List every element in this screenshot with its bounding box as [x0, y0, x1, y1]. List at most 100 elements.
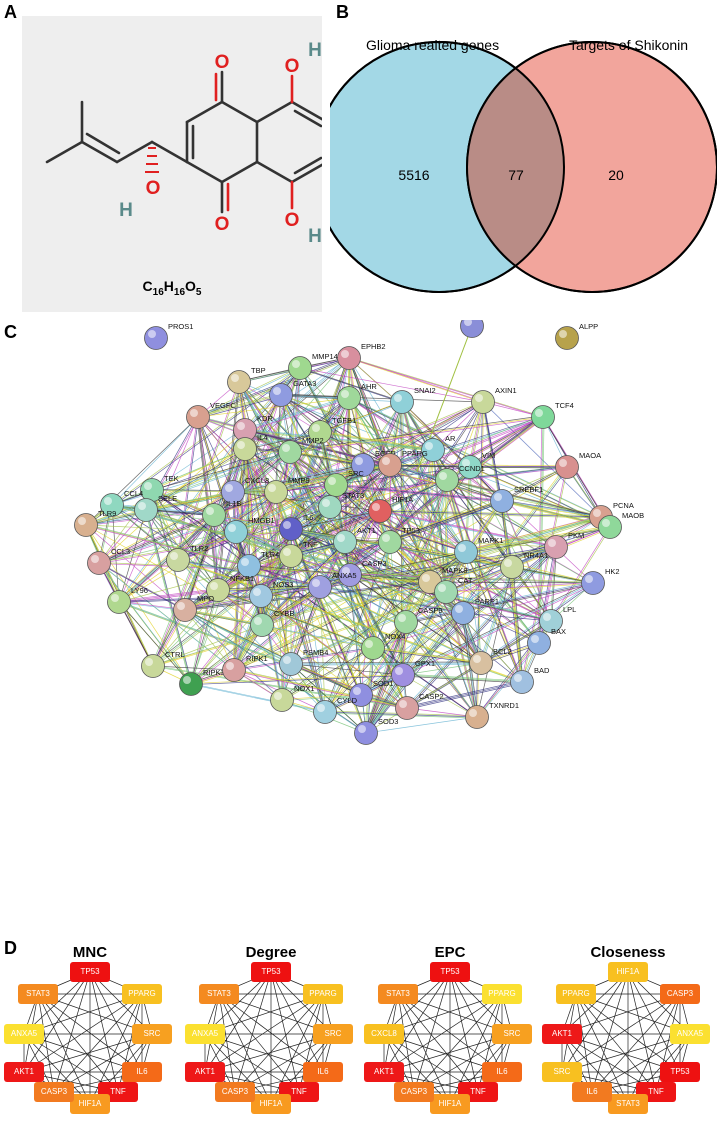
network-node-hif1a[interactable]: HIF1A [368, 495, 414, 523]
hub-node-pparg[interactable]: PPARG [482, 984, 522, 1004]
hub-node-casp3[interactable]: CASP3 [394, 1082, 434, 1102]
hub-node-pparg[interactable]: PPARG [303, 984, 343, 1004]
network-node-hk2[interactable]: HK2 [581, 567, 620, 595]
hub-node-src[interactable]: SRC [313, 1024, 353, 1044]
hub-node-tp53[interactable]: TP53 [430, 962, 470, 982]
network-node-hmgb1[interactable]: HMGB1 [224, 516, 275, 544]
network-node-src[interactable]: SRC [324, 469, 365, 497]
hub-node-hif1a[interactable]: HIF1A [608, 962, 648, 982]
hub-node-stat3[interactable]: STAT3 [378, 984, 418, 1004]
network-node-vim[interactable]: VIM [458, 451, 496, 479]
network-node-ccl3[interactable]: CCL3 [87, 547, 131, 575]
network-node-ephb2[interactable]: EPHB2 [337, 342, 386, 370]
network-node-ccnd1[interactable]: CCND1 [435, 464, 485, 492]
hub-node-cxcl8[interactable]: CXCL8 [364, 1024, 404, 1044]
network-node-tnf[interactable]: TNF [279, 540, 318, 568]
network-node-nos3[interactable]: NOS3 [249, 580, 294, 608]
hub-node-stat3[interactable]: STAT3 [18, 984, 58, 1004]
network-node-casp3[interactable]: CASP3 [338, 559, 387, 587]
hub-node-tp53[interactable]: TP53 [70, 962, 110, 982]
hub-node-il6[interactable]: IL6 [482, 1062, 522, 1082]
hub-node-akt1[interactable]: AKT1 [185, 1062, 225, 1082]
network-node-pparg[interactable]: PPARG [378, 449, 428, 477]
hub-node-akt1[interactable]: AKT1 [364, 1062, 404, 1082]
hub-node-anxa5[interactable]: ANXA5 [4, 1024, 44, 1044]
network-node-sod1[interactable]: SOD1 [349, 679, 394, 707]
network-node-tcf4[interactable]: TCF4 [531, 401, 574, 429]
network-node-ly96[interactable]: LY96 [107, 586, 148, 614]
network-node-il6[interactable]: IL6 [279, 513, 314, 541]
network-node-vegfc[interactable]: VEGFC [186, 401, 237, 429]
network-node-alpp[interactable]: ALPP [555, 322, 599, 350]
network-node-stat3[interactable]: STAT3 [318, 491, 365, 519]
network-node-bad[interactable]: BAD [510, 666, 551, 694]
hub-node-il6[interactable]: IL6 [122, 1062, 162, 1082]
network-node-ripk1[interactable]: RIPK1 [222, 654, 268, 682]
network-node-nox1[interactable]: NOX1 [270, 684, 315, 712]
network-node-snai2[interactable]: SNAI2 [390, 386, 436, 414]
network-node-cybb[interactable]: CYBB [250, 609, 295, 637]
network-node-cat[interactable]: CAT [434, 576, 473, 604]
network-node-casp9[interactable]: CASP9 [394, 606, 443, 634]
network-node-parp1[interactable]: PARP1 [451, 597, 500, 625]
network-node-ar[interactable]: AR [421, 434, 457, 462]
network-node-il4[interactable]: IL4 [233, 433, 268, 461]
hub-node-hif1a[interactable]: HIF1A [70, 1094, 110, 1114]
network-node-mmp14[interactable]: MMP14 [288, 352, 338, 380]
network-node-casp2[interactable]: CASP2 [395, 692, 444, 720]
network-node-axin1[interactable]: AXIN1 [471, 386, 517, 414]
network-node-ahr[interactable]: AHR [337, 382, 378, 410]
network-node-psmb4[interactable]: PSMB4 [279, 648, 329, 676]
hub-node-hif1a[interactable]: HIF1A [430, 1094, 470, 1114]
network-node-tlr4[interactable]: TLR4 [237, 550, 280, 578]
hub-node-casp3[interactable]: CASP3 [215, 1082, 255, 1102]
network-node-ripk3[interactable]: RIPK3 [179, 668, 225, 696]
network-node-nr4a1[interactable]: NR4A1 [500, 551, 549, 579]
network-node-bax[interactable]: BAX [527, 627, 567, 655]
network-node-cxcl8[interactable]: CXCL8 [221, 476, 270, 504]
network-node-gata3[interactable]: GATA3 [269, 379, 317, 407]
hub-node-src[interactable]: SRC [492, 1024, 532, 1044]
network-node-lpl[interactable]: LPL [539, 605, 577, 633]
network-node-tlr2[interactable]: TLR2 [166, 544, 209, 572]
hub-node-anxa5[interactable]: ANXA5 [185, 1024, 225, 1044]
network-node-mpo[interactable]: MPO [173, 594, 215, 622]
hub-node-il6[interactable]: IL6 [572, 1082, 612, 1102]
network-node-maob[interactable]: MAOB [598, 511, 645, 539]
network-node-txnrd1[interactable]: TXNRD1 [465, 701, 520, 729]
hub-node-stat3[interactable]: STAT3 [608, 1094, 648, 1114]
network-node-cyld[interactable]: CYLD [313, 696, 358, 724]
network-node-mmp2[interactable]: MMP2 [278, 436, 324, 464]
hub-node-tp53[interactable]: TP53 [660, 1062, 700, 1082]
hub-node-il6[interactable]: IL6 [303, 1062, 343, 1082]
network-node-egfr[interactable]: EGFR [351, 449, 397, 477]
hub-node-src[interactable]: SRC [132, 1024, 172, 1044]
network-node-mmp9[interactable]: MMP9 [264, 476, 310, 504]
network-node-gpx1[interactable]: GPX1 [391, 659, 436, 687]
hub-node-pparg[interactable]: PPARG [122, 984, 162, 1004]
hub-node-pparg[interactable]: PPARG [556, 984, 596, 1004]
hub-node-akt1[interactable]: AKT1 [542, 1024, 582, 1044]
network-node-nfkb1[interactable]: NFKB1 [206, 574, 255, 602]
network-node-sele[interactable]: SELE [134, 494, 178, 522]
network-node-srebf1[interactable]: SREBF1 [490, 485, 544, 513]
network-node-ccl4[interactable]: CCL4 [100, 489, 144, 517]
hub-node-tp53[interactable]: TP53 [251, 962, 291, 982]
hub-node-stat3[interactable]: STAT3 [199, 984, 239, 1004]
hub-node-casp3[interactable]: CASP3 [34, 1082, 74, 1102]
network-node-mapk1[interactable]: MAPK1 [454, 536, 504, 564]
network-node-ctrl[interactable]: CTRL [141, 650, 185, 678]
network-node-alpl[interactable]: ALPL [460, 320, 503, 338]
network-node-nox4[interactable]: NOX4 [361, 632, 406, 660]
network-node-il1b[interactable]: IL1B [202, 499, 242, 527]
hub-node-anxa5[interactable]: ANXA5 [670, 1024, 710, 1044]
network-node-tgfb1[interactable]: TGFB1 [308, 416, 357, 444]
network-node-anxa5[interactable]: ANXA5 [308, 571, 357, 599]
network-node-sod3[interactable]: SOD3 [354, 717, 399, 745]
hub-node-src[interactable]: SRC [542, 1062, 582, 1082]
network-node-tp53[interactable]: TP53 [378, 526, 420, 554]
network-node-akt1[interactable]: AKT1 [333, 526, 376, 554]
hub-node-casp3[interactable]: CASP3 [660, 984, 700, 1004]
network-node-pkm[interactable]: PKM [544, 531, 585, 559]
network-node-bcl2[interactable]: BCL2 [469, 647, 512, 675]
